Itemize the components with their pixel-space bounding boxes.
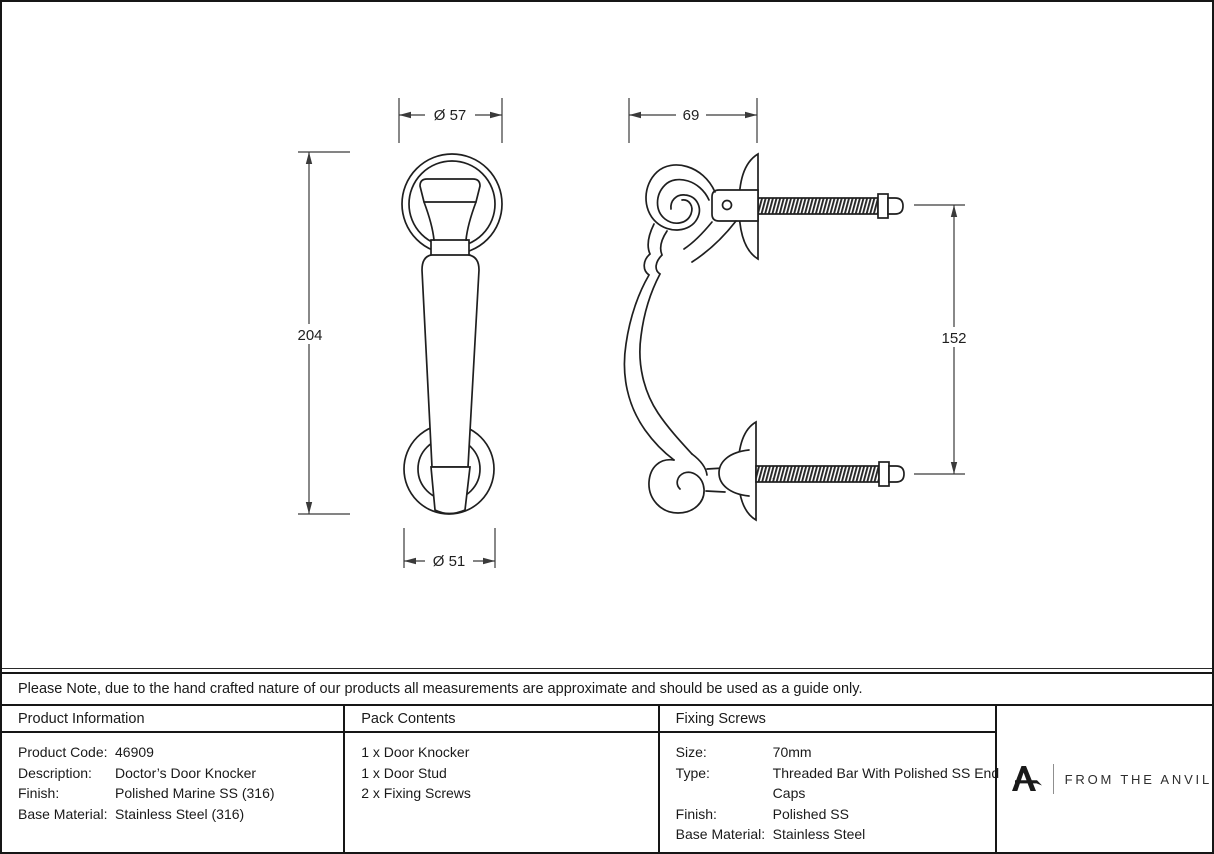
table-row: Type: Threaded Bar With Polished SS End … — [675, 763, 999, 804]
row-label: Finish: — [675, 805, 717, 822]
dim-side-projection: 69 — [683, 107, 700, 124]
info-table: Product Information Product Code: 46909 … — [2, 706, 1212, 852]
row-label: Size: — [675, 744, 707, 760]
table-row: Base Material: Stainless Steel (316) — [18, 804, 339, 825]
row-value: Polished SS — [772, 805, 849, 822]
note-bar: Please Note, due to the hand crafted nat… — [2, 672, 1212, 706]
table-row: Description: Doctor’s Door Knocker — [18, 763, 339, 784]
dim-front-bottom-diameter: Ø 51 — [433, 553, 466, 570]
end-cap-collar-bottom — [878, 461, 890, 487]
product-information-column: Product Information Product Code: 46909 … — [2, 706, 344, 852]
row-value: 46909 — [115, 744, 154, 760]
brand-name: FROM THE ANVIL — [1064, 771, 1212, 787]
row-label: Base Material: — [675, 826, 766, 842]
row-label: Finish: — [18, 785, 60, 801]
threaded-bar-top — [757, 197, 879, 215]
fixing-screws-column: Fixing Screws Size: 70mm Type: Threaded … — [657, 706, 999, 852]
pack-contents-item: 1 x Door Knocker — [361, 744, 470, 760]
dim-front-height: 204 — [297, 327, 322, 344]
table-row: Product Code: 46909 — [18, 742, 339, 763]
row-label: Type: — [675, 764, 710, 781]
fixing-screws-header: Fixing Screws — [659, 706, 995, 733]
pivot-bracket — [711, 189, 759, 222]
row-value: Threaded Bar With Polished SS End Caps — [772, 764, 1000, 802]
row-label: Description: — [18, 764, 92, 781]
row-value: Stainless Steel — [772, 826, 866, 842]
brand-divider — [1052, 764, 1054, 794]
note-text: Please Note, due to the hand crafted nat… — [18, 681, 863, 697]
pack-contents-header: Pack Contents — [345, 706, 658, 733]
brand-logo: FROM THE ANVIL — [1011, 764, 1212, 794]
dim-side-fixing-centres: 152 — [941, 330, 966, 347]
stud-dome — [719, 450, 749, 496]
knocker-body — [419, 178, 481, 468]
table-row: Finish: Polished SS — [676, 804, 991, 825]
dimension-lines — [298, 98, 965, 568]
row-label: Product Code: — [18, 744, 108, 760]
row-value: Stainless Steel (316) — [115, 805, 245, 822]
pack-contents-item: 1 x Door Stud — [361, 764, 447, 781]
brand-cell: FROM THE ANVIL — [994, 706, 1212, 852]
door-knocker-drawing: Ø 57 204 Ø 51 69 152 — [292, 98, 972, 570]
row-value: Doctor’s Door Knocker — [115, 764, 257, 781]
pack-contents-item: 2 x Fixing Screws — [361, 785, 471, 801]
end-cap-top — [887, 197, 904, 215]
striker-wedge — [430, 466, 471, 515]
table-row: Size: 70mm — [676, 742, 991, 763]
pivot-hole — [721, 199, 733, 211]
pack-contents-column: Pack Contents 1 x Door Knocker 1 x Door … — [343, 706, 658, 852]
threaded-bar-bottom — [755, 465, 880, 483]
table-row: Base Material: Stainless Steel — [676, 824, 991, 845]
technical-drawing: Ø 57 204 Ø 51 69 152 — [2, 2, 1212, 669]
front-view-drawing — [401, 153, 503, 515]
dimension-arrows — [305, 111, 958, 565]
anvil-logo-icon — [1011, 766, 1042, 791]
row-value: Polished Marine SS (316) — [115, 785, 275, 801]
row-value: 70mm — [772, 744, 812, 760]
end-cap-bottom — [888, 465, 905, 483]
dim-front-top-diameter: Ø 57 — [434, 107, 467, 124]
end-cap-collar-top — [877, 193, 889, 219]
product-information-header: Product Information — [2, 706, 344, 733]
side-view-drawing — [623, 152, 905, 522]
table-row: Finish: Polished Marine SS (316) — [18, 783, 339, 804]
row-label: Base Material: — [18, 805, 108, 822]
